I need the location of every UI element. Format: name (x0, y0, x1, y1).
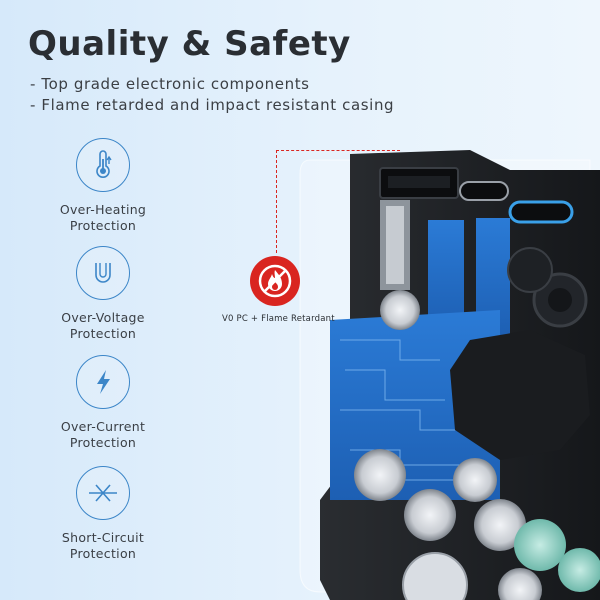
charger-cutaway-illustration (299, 150, 600, 600)
feature-label: Over-Current Protection (60, 419, 146, 450)
feature-icon-circle (76, 246, 130, 300)
feature-over-current: Over-Current Protection (48, 355, 158, 451)
feature-icon-circle (76, 355, 130, 409)
thermometer-icon (96, 150, 112, 178)
bullet-list: - Top grade electronic components - Flam… (30, 74, 394, 116)
feature-short-circuit: Short-Circuit Protection (48, 466, 158, 562)
feature-label: Over-Heating Protection (59, 202, 147, 233)
bullet-item: - Flame retarded and impact resistant ca… (30, 96, 395, 114)
flame-retardant-badge (250, 256, 300, 306)
feature-label: Over-Voltage Protection (61, 310, 145, 341)
flame-prohibited-icon (258, 264, 292, 298)
badge-label: V0 PC + Flame Retardant (222, 314, 335, 324)
x-cross-icon (89, 484, 117, 502)
bullet-item: - Top grade electronic components (30, 75, 310, 93)
feature-icon-circle (76, 466, 130, 520)
callout-line-horizontal (276, 150, 400, 151)
page-title: Quality & Safety (28, 24, 351, 64)
lightning-bolt-icon (97, 370, 110, 394)
feature-label: Short-Circuit Protection (61, 530, 145, 561)
feature-over-heating: Over-Heating Protection (48, 138, 158, 234)
callout-line-vertical (276, 150, 277, 253)
feature-icon-circle (76, 138, 130, 192)
u-shape-icon (95, 263, 111, 283)
feature-over-voltage: Over-Voltage Protection (48, 246, 158, 342)
